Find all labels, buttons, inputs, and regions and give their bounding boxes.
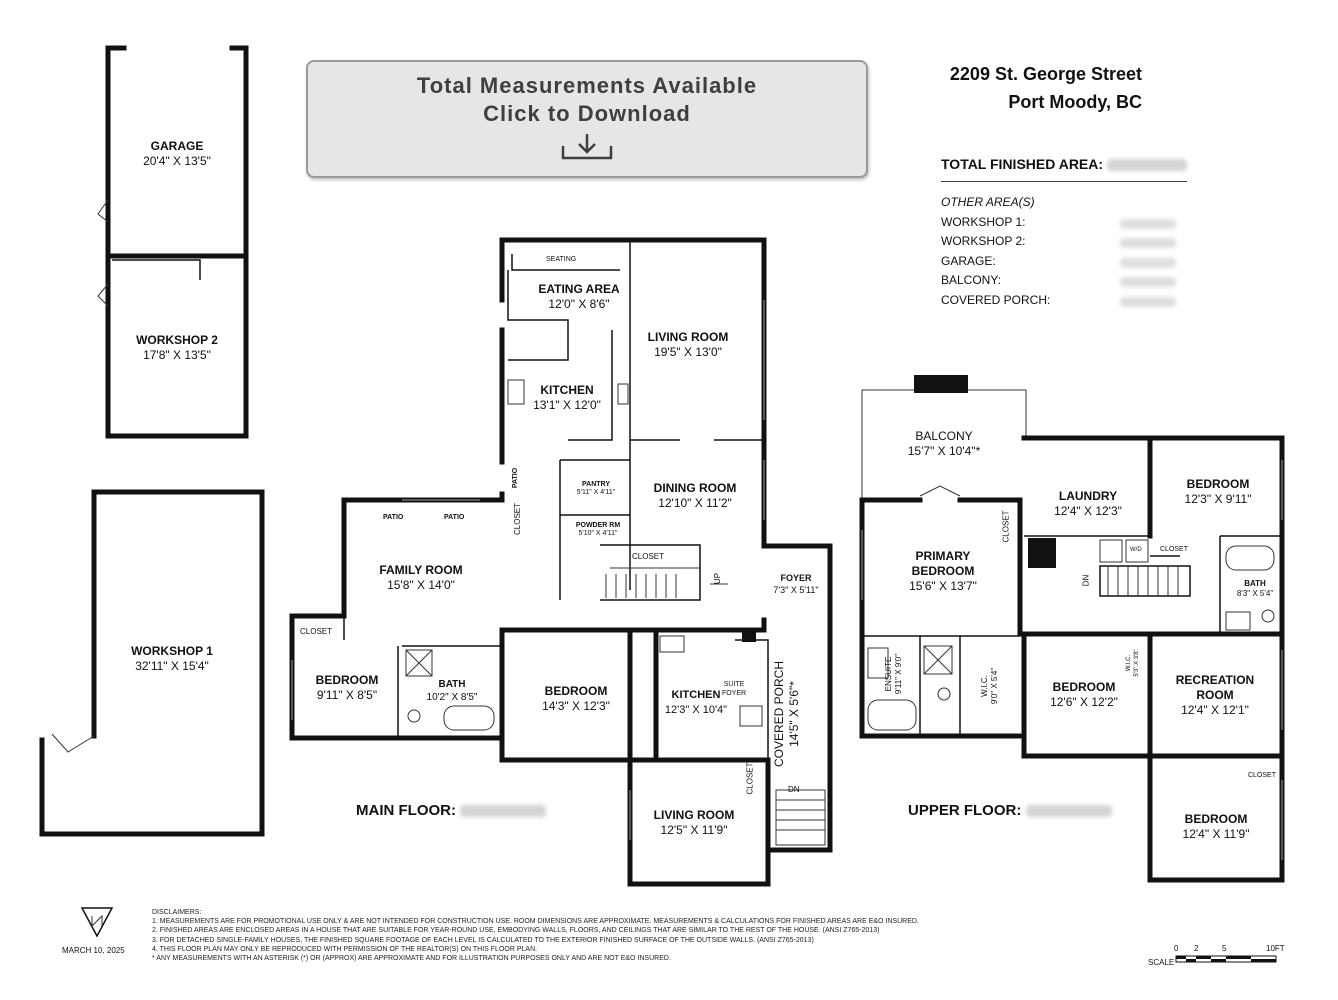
scale-tick-2: 2 <box>1194 944 1199 953</box>
upper-floor-label: UPPER FLOOR: <box>908 802 1112 819</box>
label-dn: DN <box>788 785 800 794</box>
total-finished-area-value-redacted <box>1106 159 1187 172</box>
main-floor-label: MAIN FLOOR: <box>356 802 547 819</box>
workshop1-walls <box>39 489 265 837</box>
scale-tick-10: 10FT <box>1266 944 1285 953</box>
other-area-balcony: BALCONY: <box>941 273 1002 287</box>
label-closet: CLOSET <box>1160 546 1189 553</box>
label-closet: CLOSET <box>632 552 665 561</box>
label-closet: CLOSET <box>1001 510 1011 543</box>
label-wd: W/D <box>1130 547 1142 553</box>
other-area-workshop1: WORKSHOP 1: <box>941 215 1026 229</box>
label-suite-foyer: SUITE FOYER <box>722 681 747 697</box>
label-patio: PATIO <box>383 514 404 521</box>
label-seating: SEATING <box>546 256 577 263</box>
room-wic-primary: W.I.C.9'0" X 5'4" <box>980 667 999 705</box>
main-floor-walls <box>289 237 833 887</box>
other-areas-heading: OTHER AREA(S) <box>941 195 1035 209</box>
plan-date: MARCH 10, 2025 <box>62 946 125 955</box>
label-patio: PATIO <box>512 467 520 489</box>
scale-tick-5: 5 <box>1222 944 1227 953</box>
download-measurements-button[interactable]: Total Measurements Available Click to Do… <box>306 60 868 178</box>
upper-floor-walls <box>859 375 1285 883</box>
label-closet: CLOSET <box>513 502 523 536</box>
scale-bar <box>1175 955 1277 963</box>
area-value-redacted <box>1120 277 1176 287</box>
download-button-line1: Total Measurements Available <box>416 73 758 98</box>
total-finished-area-label: TOTAL FINISHED AREA: <box>941 156 1104 172</box>
upper-floor-area-redacted <box>1025 805 1112 818</box>
label-closet: CLOSET <box>1248 772 1277 779</box>
area-value-redacted <box>1120 297 1176 307</box>
label-dn: DN <box>1081 574 1091 587</box>
other-area-covered-porch: COVERED PORCH: <box>941 293 1051 307</box>
label-up: UP <box>713 572 723 585</box>
north-arrow-icon <box>80 907 114 938</box>
label-closet: CLOSET <box>745 762 755 795</box>
divider <box>941 181 1187 182</box>
area-value-redacted <box>1120 238 1176 248</box>
disclaimers: DISCLAIMERS: 1. MEASUREMENTS ARE FOR PRO… <box>152 909 919 963</box>
total-finished-area: TOTAL FINISHED AREA: <box>941 156 1187 172</box>
download-button-line2: Click to Download <box>483 101 691 126</box>
download-icon <box>561 134 613 160</box>
scale-tick-0: 0 <box>1174 944 1179 953</box>
room-wic-small: W.I.C.5'3" X 3'8" <box>1126 649 1140 677</box>
label-closet: CLOSET <box>300 627 333 636</box>
label-patio: PATIO <box>444 514 465 521</box>
main-floor-area-redacted <box>460 805 547 818</box>
address-street: 2209 St. George Street <box>949 64 1142 84</box>
other-area-workshop2: WORKSHOP 2: <box>941 234 1026 248</box>
area-value-redacted <box>1120 219 1176 229</box>
scale-label: SCALE <box>1148 958 1175 967</box>
address-city: Port Moody, BC <box>1008 92 1142 112</box>
area-value-redacted <box>1120 258 1176 268</box>
garage-workshop2-walls <box>97 45 249 439</box>
other-area-garage: GARAGE: <box>941 254 996 268</box>
